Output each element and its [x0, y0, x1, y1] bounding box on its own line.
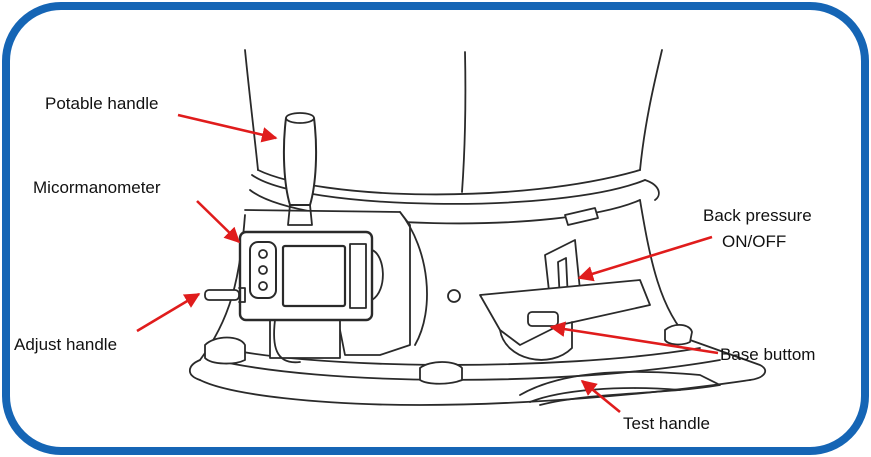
callout-back-pressure-onoff: ON/OFF — [722, 232, 787, 251]
collar-slot — [564, 207, 599, 226]
callout-test-handle: Test handle — [623, 414, 710, 433]
potable-handle-grip — [282, 112, 318, 226]
callout-base-buttom: Base buttom — [720, 345, 816, 364]
micromanometer-device — [238, 230, 384, 364]
arrow-test-handle — [580, 379, 621, 414]
callout-micormanometer: Micormanometer — [33, 178, 161, 197]
arrow-base-buttom — [549, 321, 719, 355]
arrow-back-pressure — [577, 235, 713, 282]
adjust-handle-knob — [204, 287, 246, 303]
arrow-potable-handle — [177, 113, 278, 143]
callout-potable-handle: Potable handle — [45, 94, 159, 113]
callout-back-pressure: Back pressure — [703, 206, 812, 225]
base-feet — [204, 324, 693, 385]
callout-adjust-handle: Adjust handle — [14, 335, 118, 354]
arrow-micormanometer — [196, 200, 241, 244]
arrow-adjust-handle — [136, 292, 201, 333]
